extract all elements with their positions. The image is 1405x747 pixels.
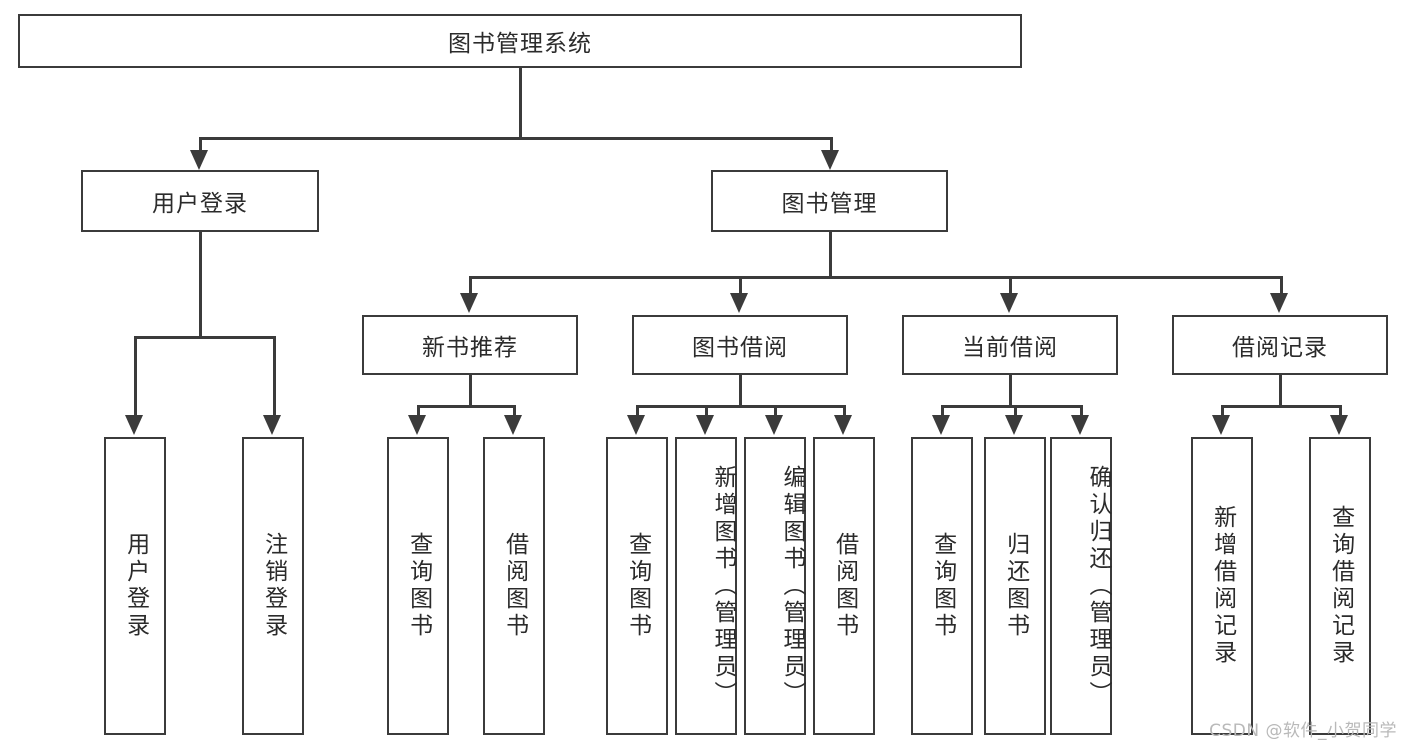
- node-root-system[interactable]: 图书管理系统: [18, 14, 1022, 68]
- node-leaf-2[interactable]: 注销登录: [242, 437, 304, 735]
- node-level2-1[interactable]: 用户登录: [81, 170, 319, 232]
- node-label: 新书推荐: [422, 335, 518, 361]
- node-label: 编辑图书（管理员）: [779, 464, 805, 708]
- node-label: 借阅图书: [831, 532, 858, 640]
- connector-g3-drop-3: [1080, 405, 1083, 417]
- node-label: 图书管理: [781, 191, 878, 217]
- connector-g3-drop-1: [941, 405, 944, 417]
- node-level3-4[interactable]: 借阅记录: [1172, 315, 1388, 375]
- node-leaf-12[interactable]: 新增借阅记录: [1191, 437, 1253, 735]
- arrow-to-borrow-record: [1270, 293, 1288, 313]
- arrow-leaf-11: [1071, 415, 1089, 435]
- connector-login-drop-left: [134, 336, 137, 416]
- connector-login-bar: [134, 336, 273, 339]
- arrow-leaf-13: [1330, 415, 1348, 435]
- arrow-to-user-login: [190, 150, 208, 170]
- node-label: 用户登录: [152, 191, 248, 217]
- node-label: 借阅图书: [501, 532, 528, 640]
- connector-mgmt-drop-4: [1280, 276, 1283, 294]
- node-leaf-4[interactable]: 借阅图书: [483, 437, 545, 735]
- connector-g2-drop-4: [843, 405, 846, 417]
- connector-root-drop-left: [199, 137, 202, 153]
- node-label: 当前借阅: [962, 335, 1058, 361]
- node-level2-2[interactable]: 图书管理: [711, 170, 948, 232]
- arrow-to-current-borrow: [1000, 293, 1018, 313]
- connector-g1-drop-2: [513, 405, 516, 417]
- node-level3-2[interactable]: 图书借阅: [632, 315, 848, 375]
- connector-mgmt-drop-1: [469, 276, 472, 294]
- node-leaf-11[interactable]: 确认归还（管理员）: [1050, 437, 1112, 735]
- node-label: 图书管理系统: [448, 31, 592, 57]
- node-leaf-1[interactable]: 用户登录: [104, 437, 166, 735]
- connector-g1-bar: [417, 405, 513, 408]
- node-leaf-6[interactable]: 新增图书（管理员）: [675, 437, 737, 735]
- connector-mgmt-drop-3: [1009, 276, 1012, 294]
- node-label: 注销登录: [260, 532, 287, 640]
- arrow-leaf-7: [765, 415, 783, 435]
- connector-g2-drop-1: [636, 405, 639, 417]
- connector-g4-bar: [1221, 405, 1340, 408]
- connector-g2-drop-3: [774, 405, 777, 417]
- node-level3-3[interactable]: 当前借阅: [902, 315, 1118, 375]
- node-leaf-10[interactable]: 归还图书: [984, 437, 1046, 735]
- connector-root-bar: [199, 137, 831, 140]
- connector-mgmt-stem: [829, 232, 832, 277]
- node-leaf-3[interactable]: 查询图书: [387, 437, 449, 735]
- connector-g3-drop-2: [1014, 405, 1017, 417]
- node-label: 查询图书: [624, 532, 651, 640]
- connector-mgmt-bar: [469, 276, 1280, 279]
- node-leaf-13[interactable]: 查询借阅记录: [1309, 437, 1371, 735]
- arrow-leaf-8: [834, 415, 852, 435]
- node-label: 借阅记录: [1232, 335, 1328, 361]
- arrow-leaf-12: [1212, 415, 1230, 435]
- arrow-leaf-2: [263, 415, 281, 435]
- node-label: 新增图书（管理员）: [710, 464, 736, 708]
- arrow-leaf-3: [408, 415, 426, 435]
- node-label: 查询图书: [929, 532, 956, 640]
- node-leaf-5[interactable]: 查询图书: [606, 437, 668, 735]
- csdn-watermark: CSDN @软件_小贺同学: [1209, 721, 1397, 741]
- node-label: 用户登录: [122, 532, 149, 640]
- connector-mgmt-drop-2: [739, 276, 742, 294]
- node-label: 图书借阅: [692, 335, 788, 361]
- arrow-leaf-6: [696, 415, 714, 435]
- connector-root-stem: [519, 68, 522, 138]
- arrow-to-book-borrow: [730, 293, 748, 313]
- connector-g4-drop-1: [1221, 405, 1224, 417]
- connector-g4-drop-2: [1339, 405, 1342, 417]
- node-label: 新增借阅记录: [1209, 505, 1236, 667]
- node-leaf-7[interactable]: 编辑图书（管理员）: [744, 437, 806, 735]
- node-label: 归还图书: [1002, 532, 1029, 640]
- connector-g1-stem: [469, 375, 472, 406]
- node-label: 查询图书: [405, 532, 432, 640]
- connector-login-stem: [199, 232, 202, 337]
- connector-g2-drop-2: [705, 405, 708, 417]
- node-leaf-9[interactable]: 查询图书: [911, 437, 973, 735]
- node-leaf-8[interactable]: 借阅图书: [813, 437, 875, 735]
- node-label: 查询借阅记录: [1327, 505, 1354, 667]
- connector-g4-stem: [1279, 375, 1282, 406]
- connector-g2-stem: [739, 375, 742, 406]
- connector-login-drop-right: [273, 336, 276, 416]
- node-label: 确认归还（管理员）: [1085, 464, 1111, 708]
- arrow-leaf-1: [125, 415, 143, 435]
- connector-g3-stem: [1009, 375, 1012, 406]
- connector-g1-drop-1: [417, 405, 420, 417]
- arrow-to-new-book: [460, 293, 478, 313]
- arrow-to-book-mgmt: [821, 150, 839, 170]
- connector-g3-bar: [941, 405, 1080, 408]
- arrow-leaf-4: [504, 415, 522, 435]
- connector-g2-bar: [636, 405, 843, 408]
- arrow-leaf-5: [627, 415, 645, 435]
- node-level3-1[interactable]: 新书推荐: [362, 315, 578, 375]
- connector-root-drop-right: [830, 137, 833, 153]
- arrow-leaf-10: [1005, 415, 1023, 435]
- arrow-leaf-9: [932, 415, 950, 435]
